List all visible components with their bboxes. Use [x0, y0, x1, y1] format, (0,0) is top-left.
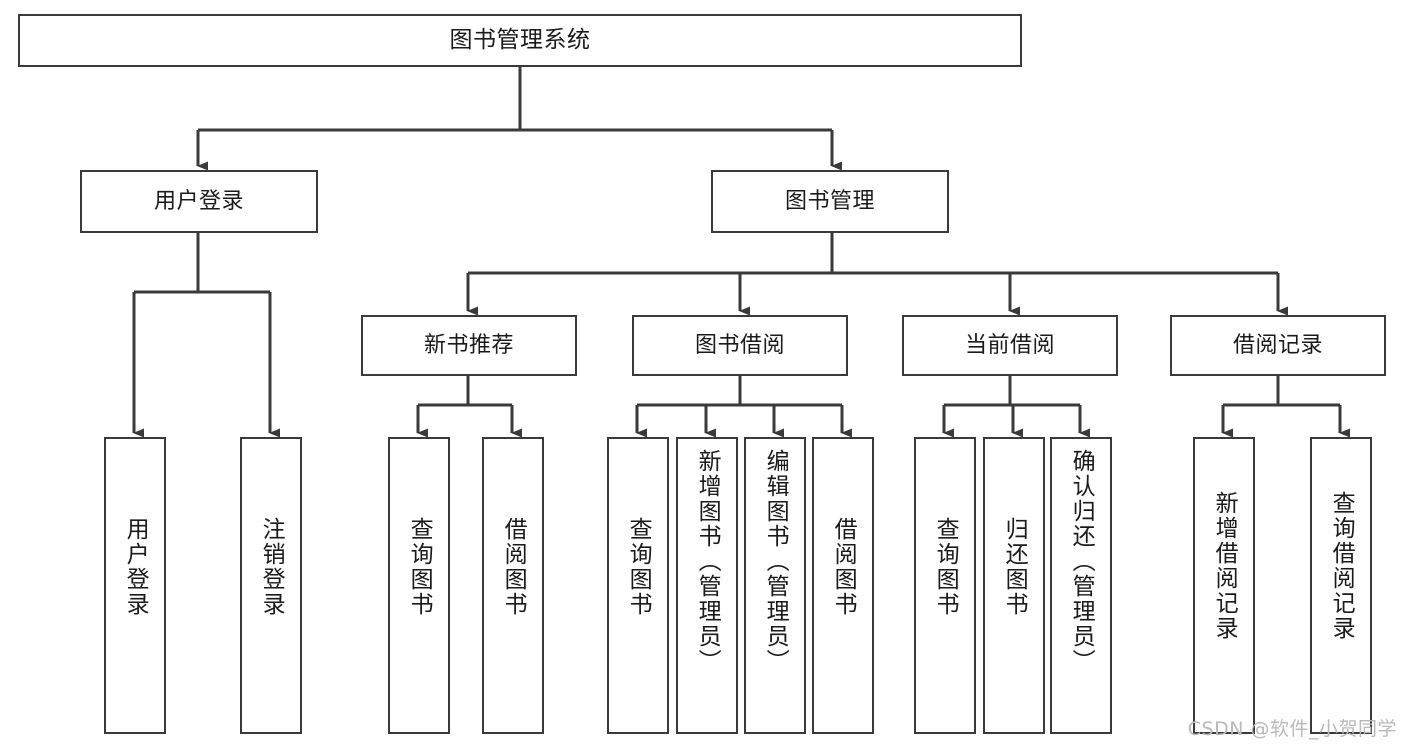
node-leaf-logout-login[interactable]: 注销登录 — [240, 437, 302, 734]
node-label: 图书管理 — [784, 188, 875, 214]
node-label: 归还图书 — [1001, 517, 1028, 617]
node-leaf-user-login[interactable]: 用户登录 — [104, 437, 166, 734]
node-label: 查询图书 — [406, 517, 433, 617]
node-label: 借阅图书 — [830, 517, 857, 617]
node-book-management[interactable]: 图书管理 — [711, 170, 949, 233]
node-label: 用户登录 — [153, 188, 244, 214]
node-label: 确认归还（管理员） — [1068, 449, 1095, 674]
node-label: 当前借阅 — [964, 332, 1055, 358]
node-label: 新增图书（管理员） — [694, 449, 721, 674]
node-borrow-record[interactable]: 借阅记录 — [1170, 315, 1386, 376]
node-label: 编辑图书（管理员） — [762, 449, 789, 674]
node-leaf-query-book-borrow[interactable]: 查询图书 — [607, 437, 669, 734]
node-current-borrow[interactable]: 当前借阅 — [902, 315, 1118, 376]
node-leaf-add-borrow-record[interactable]: 新增借阅记录 — [1193, 437, 1255, 734]
node-root-book-management-system[interactable]: 图书管理系统 — [18, 14, 1022, 67]
node-label: 查询图书 — [625, 517, 652, 617]
node-label: 借阅记录 — [1232, 332, 1323, 358]
node-leaf-edit-book[interactable]: 编辑图书（管理员） — [744, 437, 806, 734]
node-label: 借阅图书 — [500, 517, 527, 617]
node-user-login[interactable]: 用户登录 — [80, 170, 318, 233]
node-leaf-query-book-recommend[interactable]: 查询图书 — [388, 437, 450, 734]
node-leaf-confirm-return[interactable]: 确认归还（管理员） — [1050, 437, 1112, 734]
node-label: 查询借阅记录 — [1328, 491, 1355, 641]
node-new-book-recommend[interactable]: 新书推荐 — [361, 315, 577, 376]
node-label: 新增借阅记录 — [1211, 491, 1238, 641]
node-label: 注销登录 — [258, 517, 285, 617]
node-leaf-query-borrow-record[interactable]: 查询借阅记录 — [1310, 437, 1372, 734]
node-leaf-return-book[interactable]: 归还图书 — [983, 437, 1045, 734]
node-label: 图书借阅 — [694, 332, 785, 358]
node-leaf-borrow-book[interactable]: 借阅图书 — [812, 437, 874, 734]
node-label: 新书推荐 — [423, 332, 514, 358]
node-label: 查询图书 — [932, 517, 959, 617]
node-label: 图书管理系统 — [449, 26, 591, 53]
node-book-borrow[interactable]: 图书借阅 — [632, 315, 848, 376]
node-label: 用户登录 — [122, 517, 149, 617]
watermark: CSDN @软件_小贺同学 — [1187, 718, 1397, 740]
node-leaf-query-book-current[interactable]: 查询图书 — [914, 437, 976, 734]
node-leaf-borrow-book-recommend[interactable]: 借阅图书 — [482, 437, 544, 734]
node-leaf-add-book[interactable]: 新增图书（管理员） — [676, 437, 738, 734]
